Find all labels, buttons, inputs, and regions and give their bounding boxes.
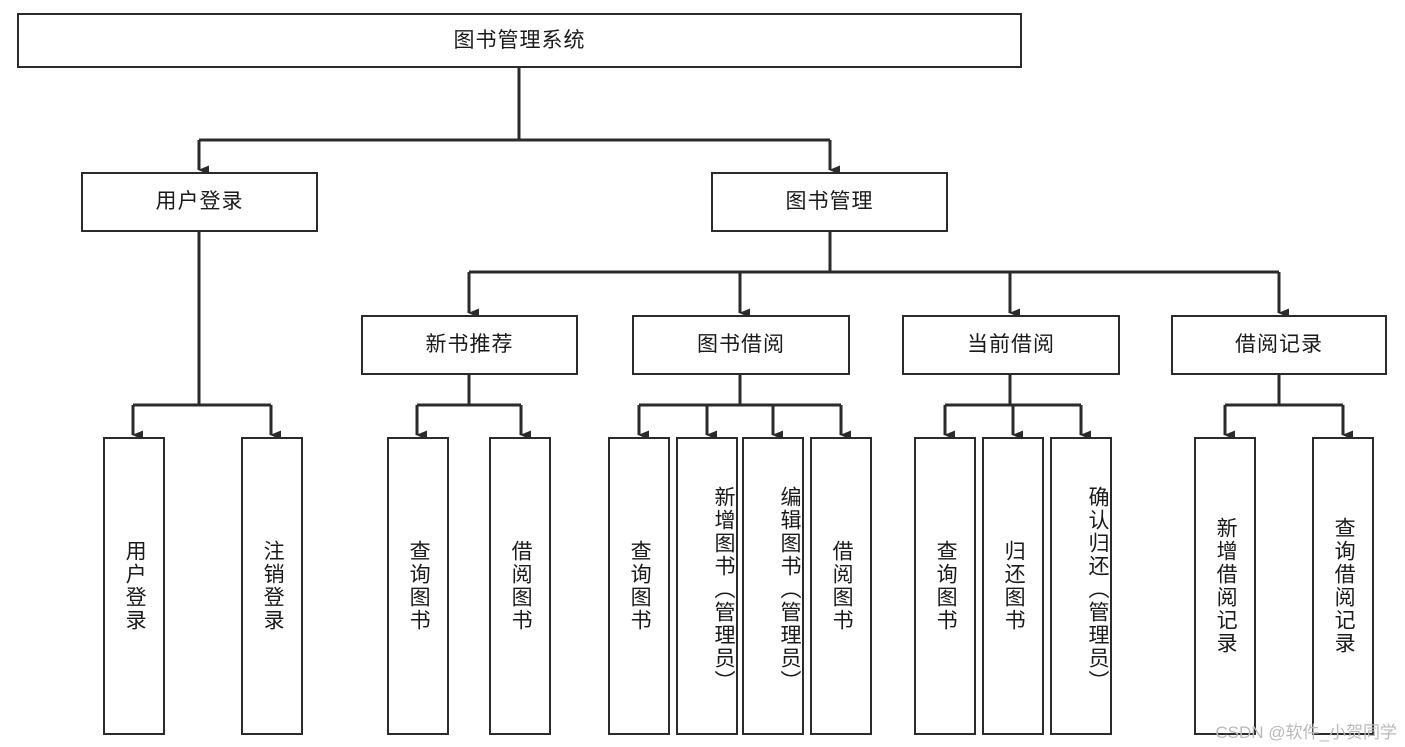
leaf-current-return-book[interactable]: 归还图书 xyxy=(982,437,1044,735)
node-label: 编辑图书（管理员） xyxy=(778,485,801,693)
node-label: 注销登录 xyxy=(261,540,285,632)
node-label: 图书管理 xyxy=(785,190,874,214)
node-label: 新增借阅记录 xyxy=(1214,517,1238,655)
node-borrow-record[interactable]: 借阅记录 xyxy=(1171,315,1387,375)
leaf-record-query-record[interactable]: 查询借阅记录 xyxy=(1312,437,1374,735)
leaf-borrow-query-book[interactable]: 查询图书 xyxy=(608,437,670,735)
leaf-user-login-logout[interactable]: 注销登录 xyxy=(241,437,303,735)
csdn-watermark: CSDN @软件_小贺同学 xyxy=(1215,723,1397,742)
node-label: 用户登录 xyxy=(123,540,147,632)
node-label: 借阅图书 xyxy=(509,540,533,632)
node-label: 当前借阅 xyxy=(967,333,1055,357)
node-label: 图书借阅 xyxy=(697,333,785,357)
node-label: 新增图书（管理员） xyxy=(712,485,735,693)
node-label: 借阅图书 xyxy=(830,540,854,632)
node-label: 查询图书 xyxy=(628,540,652,632)
leaf-recommend-query-book[interactable]: 查询图书 xyxy=(387,437,449,735)
leaf-borrow-edit-book-admin[interactable]: 编辑图书（管理员） xyxy=(742,437,804,735)
node-new-book-recommend[interactable]: 新书推荐 xyxy=(361,315,578,375)
node-label: 图书管理系统 xyxy=(453,28,586,52)
node-label: 查询借阅记录 xyxy=(1332,517,1356,655)
leaf-user-login-login[interactable]: 用户登录 xyxy=(103,437,165,735)
node-label: 借阅记录 xyxy=(1235,333,1323,357)
node-user-login[interactable]: 用户登录 xyxy=(81,172,318,232)
node-label: 确认归还（管理员） xyxy=(1086,485,1109,693)
node-label: 查询图书 xyxy=(934,540,958,632)
leaf-current-query-book[interactable]: 查询图书 xyxy=(914,437,976,735)
node-label: 归还图书 xyxy=(1002,540,1026,632)
node-book-management[interactable]: 图书管理 xyxy=(711,172,948,232)
node-label: 查询图书 xyxy=(407,540,431,632)
leaf-record-add-record[interactable]: 新增借阅记录 xyxy=(1194,437,1256,735)
leaf-borrow-borrow-book[interactable]: 借阅图书 xyxy=(810,437,872,735)
leaf-current-confirm-return-admin[interactable]: 确认归还（管理员） xyxy=(1050,437,1112,735)
leaf-recommend-borrow-book[interactable]: 借阅图书 xyxy=(489,437,551,735)
node-label: 新书推荐 xyxy=(425,333,514,357)
node-label: 用户登录 xyxy=(155,190,244,214)
leaf-borrow-add-book-admin[interactable]: 新增图书（管理员） xyxy=(676,437,738,735)
node-book-borrow[interactable]: 图书借阅 xyxy=(632,315,850,375)
node-current-borrow[interactable]: 当前借阅 xyxy=(902,315,1120,375)
node-root-system[interactable]: 图书管理系统 xyxy=(17,13,1022,68)
